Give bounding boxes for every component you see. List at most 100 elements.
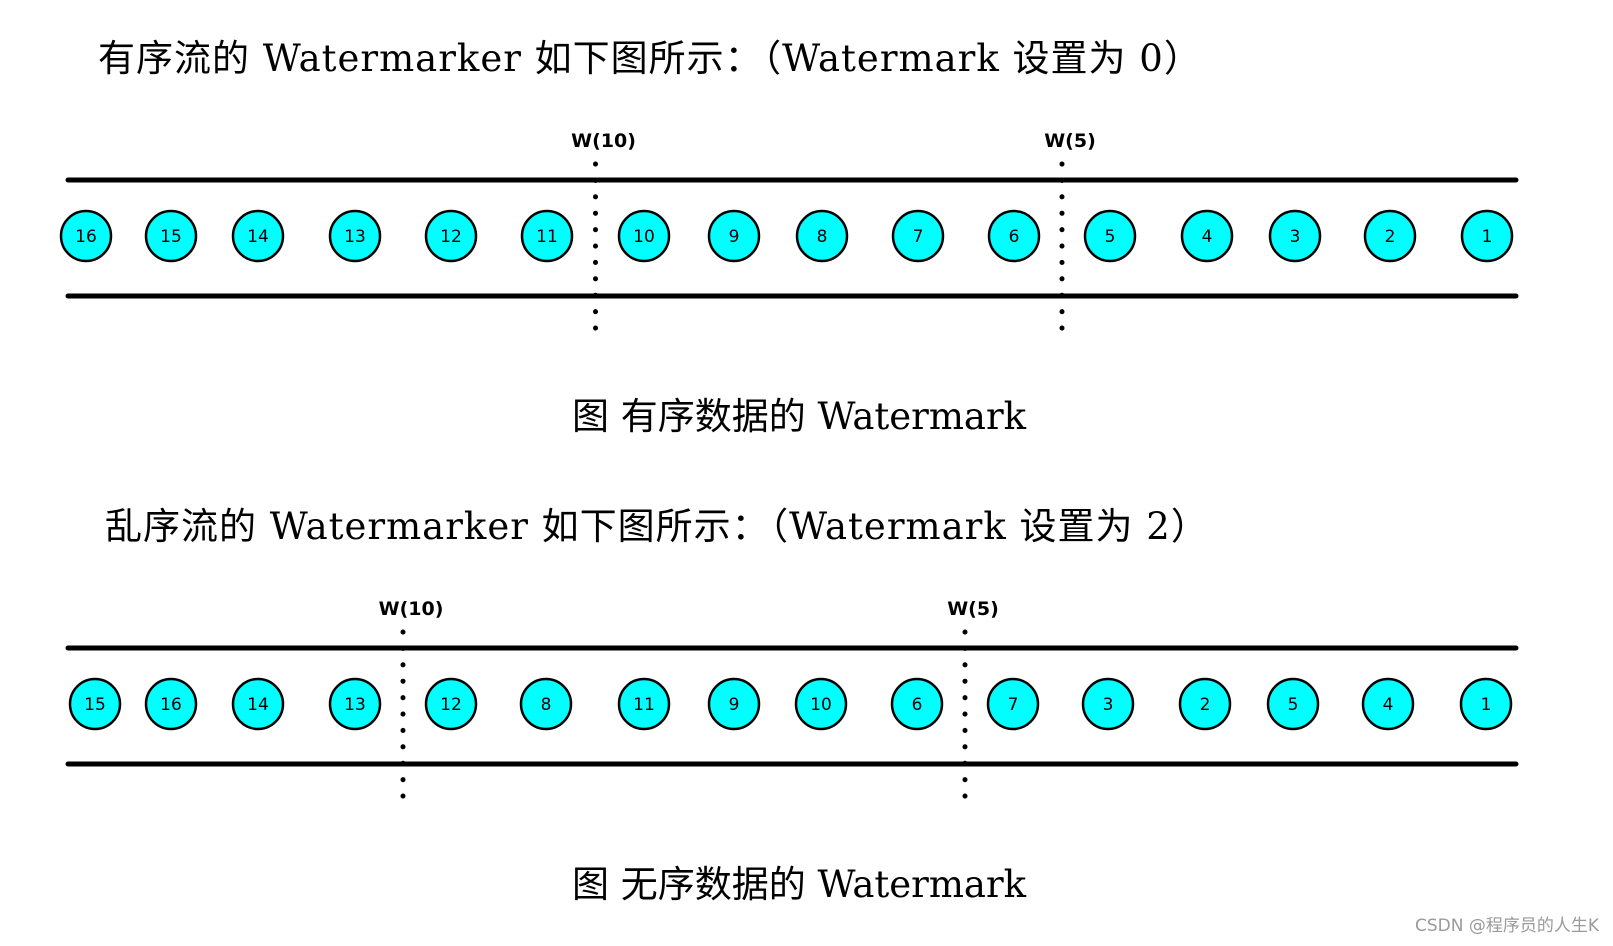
event-circle (144, 209, 198, 263)
event-node: 15 (68, 677, 122, 731)
event-circle (1083, 209, 1137, 263)
event-circle (68, 677, 122, 731)
event-node: 6 (890, 677, 944, 731)
event-timestamp-label: 9 (729, 695, 740, 715)
event-node: 3 (1268, 209, 1322, 263)
event-timestamp-label: 13 (344, 227, 366, 247)
watermark-marker: W(5) (1044, 130, 1096, 343)
event-circle (424, 677, 478, 731)
event-node: 15 (144, 209, 198, 263)
event-node: 2 (1178, 677, 1232, 731)
event-circle (986, 677, 1040, 731)
event-node: 9 (707, 209, 761, 263)
event-timestamp-label: 5 (1288, 695, 1299, 715)
event-circle (328, 209, 382, 263)
event-circle (1363, 209, 1417, 263)
event-node: 5 (1266, 677, 1320, 731)
event-circle (231, 209, 285, 263)
section-2-caption: 图 无序数据的 Watermark (572, 863, 1027, 906)
watermark-marker: W(10) (571, 130, 636, 343)
event-circle (707, 677, 761, 731)
event-node: 6 (987, 209, 1041, 263)
event-node: 16 (59, 209, 113, 263)
event-circle (1268, 209, 1322, 263)
event-circle (890, 677, 944, 731)
event-timestamp-label: 1 (1481, 695, 1492, 715)
watermark-marker: W(10) (379, 598, 444, 811)
event-node: 3 (1081, 677, 1135, 731)
out-of-order-stream-diagram: W(10) W(5) 15 16 14 13 12 8 11 9 10 6 7 3 2 5 4 1 (65, 598, 1519, 811)
event-timestamp-label: 16 (75, 227, 97, 247)
event-node: 2 (1363, 209, 1417, 263)
event-circle (59, 209, 113, 263)
event-circle (231, 677, 285, 731)
event-circle (1361, 677, 1415, 731)
event-circle (707, 209, 761, 263)
event-circle (328, 677, 382, 731)
event-circle (519, 677, 573, 731)
event-timestamp-label: 4 (1383, 695, 1394, 715)
event-circle (987, 209, 1041, 263)
event-node: 13 (328, 677, 382, 731)
event-node: 1 (1460, 209, 1514, 263)
watermark-marker: W(5) (947, 598, 999, 811)
ordered-stream-diagram: W(10) W(5) 16 15 14 13 12 11 10 9 8 7 6 5 4 3 2 1 (59, 130, 1519, 343)
watermark-label: W(5) (947, 598, 999, 620)
event-node: 12 (424, 209, 478, 263)
event-timestamp-label: 15 (160, 227, 182, 247)
watermark-label: W(10) (379, 598, 444, 620)
event-node: 12 (424, 677, 478, 731)
event-timestamp-label: 7 (1008, 695, 1019, 715)
event-circle (617, 677, 671, 731)
event-node: 14 (231, 677, 285, 731)
event-circle (520, 209, 574, 263)
watermark-label: W(5) (1044, 130, 1096, 152)
event-circle (1081, 677, 1135, 731)
event-timestamp-label: 3 (1103, 695, 1114, 715)
event-node: 10 (794, 677, 848, 731)
event-node: 4 (1361, 677, 1415, 731)
event-timestamp-label: 13 (344, 695, 366, 715)
event-timestamp-label: 5 (1105, 227, 1116, 247)
event-node: 9 (707, 677, 761, 731)
event-circle (617, 209, 671, 263)
event-timestamp-label: 8 (541, 695, 552, 715)
event-timestamp-label: 16 (160, 695, 182, 715)
event-timestamp-label: 9 (729, 227, 740, 247)
event-timestamp-label: 2 (1385, 227, 1396, 247)
event-circle (1460, 209, 1514, 263)
event-timestamp-label: 11 (633, 695, 655, 715)
event-timestamp-label: 4 (1202, 227, 1213, 247)
event-circle (795, 209, 849, 263)
event-timestamp-label: 12 (440, 695, 462, 715)
event-timestamp-label: 10 (810, 695, 832, 715)
event-timestamp-label: 1 (1482, 227, 1493, 247)
event-node: 8 (519, 677, 573, 731)
event-node: 7 (986, 677, 1040, 731)
event-timestamp-label: 8 (817, 227, 828, 247)
event-circle (891, 209, 945, 263)
event-timestamp-label: 14 (247, 227, 269, 247)
event-timestamp-label: 14 (247, 695, 269, 715)
event-node: 4 (1180, 209, 1234, 263)
section-1-heading: 有序流的 Watermarker 如下图所示：（Watermark 设置为 0） (98, 37, 1202, 80)
event-node: 16 (144, 677, 198, 731)
event-circle (1180, 209, 1234, 263)
csdn-watermark: CSDN @程序员的人生K (1414, 916, 1599, 936)
event-node: 14 (231, 209, 285, 263)
event-node: 13 (328, 209, 382, 263)
event-node: 10 (617, 209, 671, 263)
event-node: 8 (795, 209, 849, 263)
event-circle (1178, 677, 1232, 731)
event-circle (144, 677, 198, 731)
event-node: 5 (1083, 209, 1137, 263)
event-timestamp-label: 15 (84, 695, 106, 715)
event-timestamp-label: 12 (440, 227, 462, 247)
event-timestamp-label: 2 (1200, 695, 1211, 715)
event-circle (794, 677, 848, 731)
event-node: 7 (891, 209, 945, 263)
watermark-label: W(10) (571, 130, 636, 152)
event-node: 11 (617, 677, 671, 731)
event-timestamp-label: 7 (913, 227, 924, 247)
event-node: 11 (520, 209, 574, 263)
